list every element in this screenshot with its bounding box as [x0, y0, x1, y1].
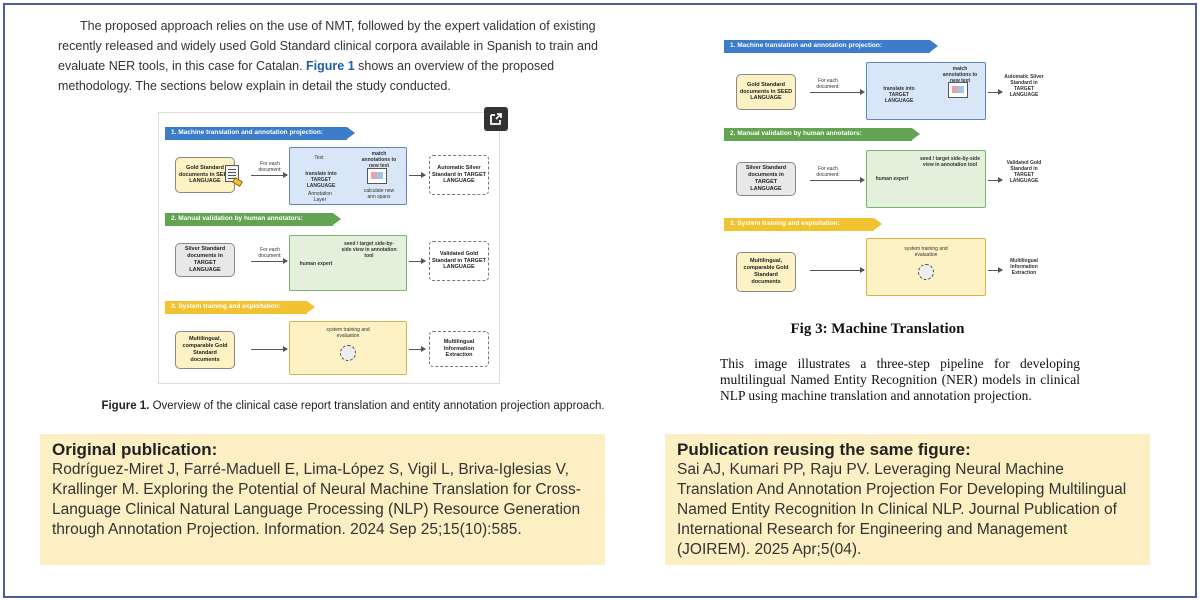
translate-label: translate into TARGET LANGUAGE: [305, 171, 337, 189]
seed-target-label: seed / target side-by-side view in annot…: [341, 241, 397, 259]
validated-output-label: Validated Gold Standard in TARGET LANGUA…: [1006, 160, 1042, 184]
figure-1-left: 1. Machine translation and annotation pr…: [158, 112, 500, 384]
arrow: [251, 258, 288, 264]
arrow: [409, 172, 426, 178]
reusing-publication-title: Publication reusing the same figure:: [677, 440, 971, 459]
step3-header: 3. System training and exploitation:: [724, 218, 882, 231]
arrow: [409, 346, 426, 352]
arrow: [810, 177, 865, 183]
step2-header: 2. Manual validation by human annotators…: [724, 128, 920, 141]
text-label: Text: [314, 155, 324, 161]
figure-1-link[interactable]: Figure 1: [306, 59, 355, 73]
for-each-label: For each document:: [816, 78, 840, 90]
match-label: match annotations to new text: [942, 66, 978, 84]
screen-icon: [367, 168, 387, 184]
figure-1-caption: Figure 1. Overview of the clinical case …: [93, 400, 613, 412]
translation-process-box: [289, 147, 407, 205]
caption-text: Overview of the clinical case report tra…: [149, 400, 605, 412]
arrow: [810, 89, 865, 95]
figure-3-title: Fig 3: Machine Translation: [790, 321, 965, 337]
intro-text-end: shows an overview of the proposed method…: [58, 59, 555, 93]
neural-network-icon: [918, 264, 934, 280]
for-each-label: For each document:: [258, 161, 282, 173]
screen-icon: [948, 82, 968, 98]
for-each-label: For each document:: [816, 166, 840, 178]
translate-label: translate into TARGET LANGUAGE: [883, 86, 915, 104]
match-label: match annotations to new text: [361, 151, 397, 169]
arrow: [988, 89, 1003, 95]
sys-train-label: system training and evaluation: [904, 246, 948, 258]
gold-seed-box: Gold Standard documents in SEED LANGUAGE: [736, 74, 796, 110]
step2-header: 2. Manual validation by human annotators…: [165, 213, 341, 226]
intro-paragraph: The proposed approach relies on the use …: [58, 16, 603, 96]
human-expert-label: human expert: [299, 261, 333, 267]
caption-label: Figure 1.: [101, 400, 150, 412]
silver-output-box: Automatic Silver Standard in TARGET LANG…: [429, 155, 489, 195]
original-publication-text: Rodríguez-Miret J, Farré-Maduell E, Lima…: [52, 461, 581, 538]
arrow: [988, 267, 1003, 273]
reusing-publication-box: Publication reusing the same figure: Sai…: [665, 434, 1150, 565]
reusing-publication-text: Sai AJ, Kumari PP, Raju PV. Leveraging N…: [677, 461, 1127, 558]
intro-text: The proposed approach relies on the use …: [58, 19, 598, 73]
original-publication-title: Original publication:: [52, 440, 218, 459]
calc-label: calculate new ann spans: [363, 188, 395, 200]
annotation-layer-label: Annotation Layer: [308, 191, 332, 203]
neural-network-icon: [340, 345, 356, 361]
step1-header: 1. Machine translation and annotation pr…: [724, 40, 938, 53]
sys-train-label: system training and evaluation: [326, 327, 370, 339]
seed-target-label: seed / target side-by-side view in annot…: [919, 156, 981, 168]
extraction-output-box: Multilingual Information Extraction: [429, 331, 489, 367]
figure-3-right: 1. Machine translation and annotation pr…: [718, 34, 1044, 300]
step3-header: 3. System training and exploitation:: [165, 301, 315, 314]
share-icon[interactable]: [484, 107, 508, 131]
step1-header: 1. Machine translation and annotation pr…: [165, 127, 355, 140]
multilingual-gold-box: Multilingual, comparable Gold Standard d…: [175, 331, 235, 369]
arrow: [251, 172, 288, 178]
silver-target-box: Silver Standard documents in TARGET LANG…: [736, 162, 796, 196]
for-each-label: For each document:: [258, 247, 282, 259]
original-publication-box: Original publication: Rodríguez-Miret J,…: [40, 434, 605, 565]
human-expert-label: human expert: [875, 176, 909, 182]
extraction-output-label: Multilingual Information Extraction: [1010, 258, 1038, 276]
validated-output-box: Validated Gold Standard in TARGET LANGUA…: [429, 241, 489, 281]
multilingual-gold-box: Multilingual, comparable Gold Standard d…: [736, 252, 796, 292]
arrow: [409, 258, 426, 264]
validation-process-box: [289, 235, 407, 291]
arrow: [251, 346, 288, 352]
gold-seed-box: Gold Standard documents in SEED LANGUAGE: [175, 157, 235, 193]
figure-3-description: This image illustrates a three-step pipe…: [720, 356, 1080, 403]
validation-process-box: [866, 150, 986, 208]
arrow: [810, 267, 865, 273]
arrow: [988, 177, 1003, 183]
silver-target-box: Silver Standard documents in TARGET LANG…: [175, 243, 235, 277]
silver-output-label: Automatic Silver Standard in TARGET LANG…: [1004, 74, 1044, 98]
